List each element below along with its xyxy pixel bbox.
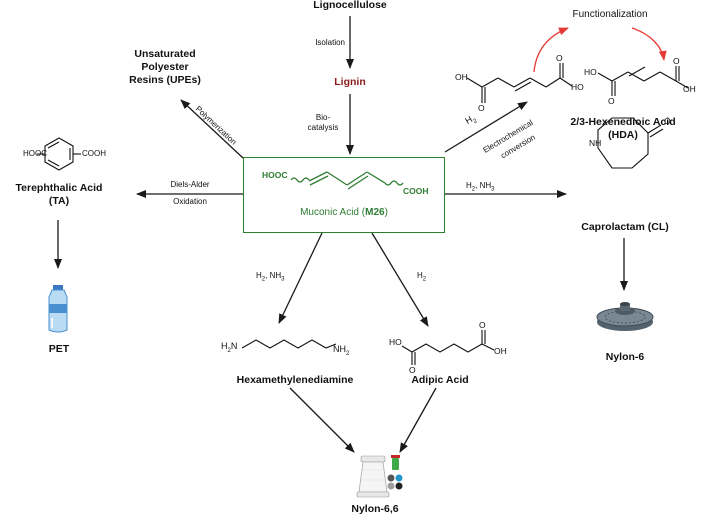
h-text: H (221, 341, 228, 351)
hmda-structure (241, 339, 337, 349)
hmda-h2n: H2N (221, 341, 237, 354)
muconic-code: M26 (365, 207, 385, 218)
arrow-muconic-adipic (371, 232, 429, 327)
node-nylon6: Nylon-6 (605, 351, 645, 363)
node-pet: PET (48, 343, 70, 355)
sub2: 2 (422, 276, 427, 283)
arrow-muconic-hmda (278, 232, 323, 324)
node-lignocellulose: Lignocellulose (313, 0, 387, 11)
adipic-ho: HO (389, 337, 402, 347)
hda2-oh: OH (683, 84, 696, 94)
sub2: 2 (471, 186, 476, 193)
ta-left-group: HOOC (23, 149, 47, 158)
muconic-acid-box (243, 157, 445, 233)
node-upes-line1: Unsaturated (134, 48, 196, 60)
node-upes-line3: Resins (UPEs) (129, 74, 201, 86)
sub3: 3 (281, 276, 285, 283)
nylon66-spool-icon (356, 455, 403, 498)
node-hda-line1: 2/3-Hexenedioic Acid (570, 116, 676, 128)
arrow-adipic-nylon66 (399, 387, 437, 453)
nh-text: NH (333, 344, 346, 354)
adipic-o-bottom: O (409, 365, 416, 375)
nh-text: , NH (265, 271, 282, 280)
adipic-oh: OH (494, 346, 507, 356)
sub2: 2 (346, 350, 350, 357)
h-text: H (256, 271, 262, 280)
hda1-oh-right: HO (571, 82, 584, 92)
edge-label-biocatalysis-1: Bio- (315, 113, 331, 122)
nylon6-gear-icon (596, 302, 654, 331)
edge-label-oxidation: Oxidation (173, 197, 207, 206)
muconic-hooc: HOOC (262, 170, 288, 180)
edge-label-h2-nh3-right: H2, NH3 (466, 181, 494, 193)
adipic-o-top: O (479, 320, 486, 330)
functionalization-arrow-right (631, 27, 667, 61)
sub3: 3 (491, 186, 495, 193)
muconic-close: ) (384, 207, 388, 218)
node-nylon66: Nylon-6,6 (351, 503, 399, 515)
n-text: N (230, 341, 238, 351)
sub2: 2 (261, 276, 266, 283)
edge-label-h2-adipic: H2 (417, 271, 426, 283)
muconic-cooh: COOH (403, 186, 429, 196)
hda1-o: O (478, 103, 485, 113)
muconic-acid-structure (290, 171, 404, 190)
node-adipic: Adipic Acid (411, 374, 469, 386)
hda2-ho: HO (584, 67, 597, 77)
node-lignin: Lignin (334, 76, 366, 88)
edge-label-isolation: Isolation (315, 38, 345, 47)
node-ta-line2: (TA) (48, 195, 70, 207)
node-ta-line1: Terephthalic Acid (15, 182, 103, 194)
arrow-muconic-upes (180, 99, 244, 159)
edge-label-diels-alder: Diels-Alder (170, 180, 210, 189)
hda1-oh: OH (455, 72, 468, 82)
caprolactam-o: O (664, 116, 671, 126)
arrow-muconic-hda (444, 101, 528, 153)
node-upes-line2: Polyester (141, 61, 189, 73)
hda-structure-2 (597, 66, 689, 96)
caprolactam-nh: NH (589, 138, 602, 148)
muconic-name: Muconic Acid ( (300, 207, 366, 218)
ta-right-group: COOH (82, 149, 106, 158)
hmda-nh2: NH2 (333, 344, 349, 357)
node-caprolactam: Caprolactam (CL) (581, 221, 669, 233)
node-muconic-label: Muconic Acid (M26) (245, 207, 443, 218)
caprolactam-structure (597, 117, 664, 169)
hda1-o-top: O (556, 53, 563, 63)
arrow-hmda-nylon66 (289, 387, 355, 453)
adipic-acid-structure (401, 330, 495, 365)
node-hmda: Hexamethylenediamine (236, 374, 354, 386)
hda2-o-bottom: O (608, 96, 615, 106)
functionalization-arrow-left (533, 27, 569, 73)
edge-label-h2-nh3-left: H2, NH3 (256, 271, 284, 283)
nh-text: , NH (475, 181, 492, 190)
pet-bottle-icon (48, 285, 68, 333)
edge-label-biocatalysis-2: catalysis (307, 123, 339, 132)
hda-structure-1 (466, 63, 573, 103)
sub2: 2 (227, 347, 231, 354)
node-hda-line2: (HDA) (608, 129, 638, 141)
hda2-o-top: O (673, 56, 680, 66)
h-text: H (417, 271, 423, 280)
terephthalic-acid-structure (37, 137, 81, 171)
h-text: H (466, 181, 472, 190)
node-functionalization: Functionalization (572, 9, 648, 20)
